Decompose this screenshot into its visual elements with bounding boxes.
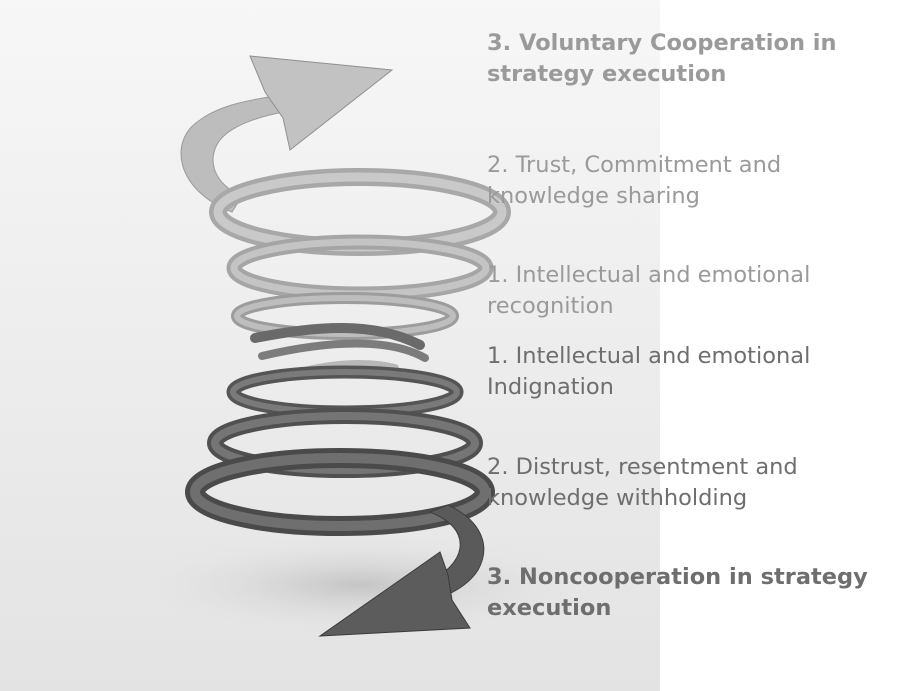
label-recognition: 1. Intellectual and emotional recognitio…	[487, 262, 811, 319]
upper-rings	[209, 168, 511, 340]
label-indignation: 1. Intellectual and emotional Indignatio…	[487, 343, 811, 400]
label-distrust: 2. Distrust, resentment and knowledge wi…	[487, 454, 798, 511]
spiral-image	[0, 0, 660, 691]
top-arrow-head	[249, 55, 394, 151]
label-noncooperation: 3. Noncooperation in strategy execution	[487, 564, 868, 621]
lower-rings	[185, 365, 495, 536]
ring-lower-2-face	[211, 412, 479, 474]
bottom-arrow-head	[318, 551, 471, 637]
label-voluntary-cooperation: 3. Voluntary Cooperation in strategy exe…	[487, 30, 837, 87]
ring-upper-3-face	[234, 295, 456, 337]
label-trust: 2. Trust, Commitment and knowledge shari…	[487, 152, 782, 209]
ring-lower-3-face	[190, 453, 490, 531]
spiral-arrow-icon	[0, 0, 660, 691]
